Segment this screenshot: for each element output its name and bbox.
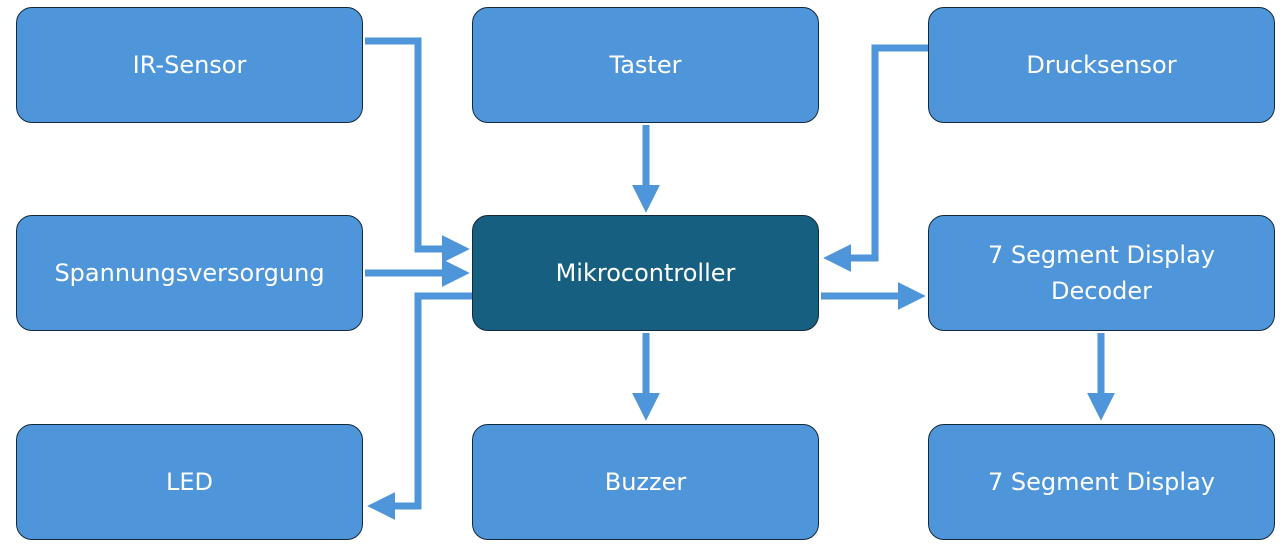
node-mikrocontroller: Mikrocontroller — [472, 215, 819, 331]
node-label: Buzzer — [604, 468, 687, 496]
node-label: 7 Segment Display Decoder — [988, 241, 1215, 305]
node-label: LED — [165, 468, 213, 496]
node-label: Mikrocontroller — [555, 259, 736, 287]
node-ir-sensor: IR-Sensor — [16, 7, 363, 123]
arrow-drucksensor-to-mikrocontroller — [823, 44, 928, 272]
arrow-ir-sensor-to-mikrocontroller — [365, 37, 470, 263]
node-7-segment-display-decoder: 7 Segment Display Decoder — [928, 215, 1275, 331]
node-label: Drucksensor — [1026, 51, 1177, 79]
arrow-mikrocontroller-to-led — [367, 292, 472, 520]
node-label: IR-Sensor — [132, 51, 247, 79]
node-7-segment-display: 7 Segment Display — [928, 424, 1275, 540]
node-drucksensor: Drucksensor — [928, 7, 1275, 123]
node-led: LED — [16, 424, 363, 540]
node-spannungsversorgung: Spannungsversorgung — [16, 215, 363, 331]
node-label: Spannungsversorgung — [54, 259, 325, 287]
node-buzzer: Buzzer — [472, 424, 819, 540]
node-label: Taster — [609, 51, 682, 79]
node-label: 7 Segment Display — [988, 468, 1215, 496]
node-taster: Taster — [472, 7, 819, 123]
